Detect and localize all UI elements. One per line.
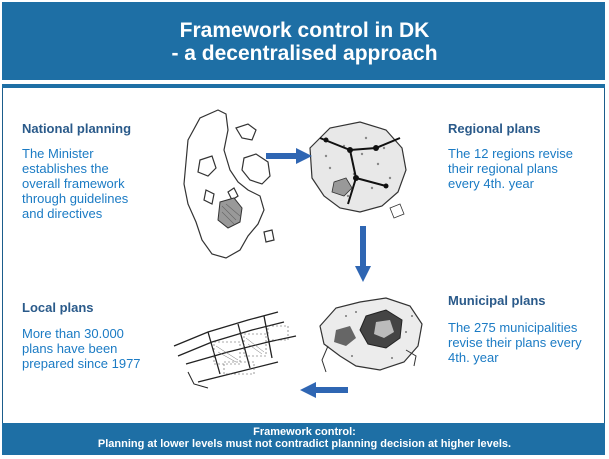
municipal-plans-text: The 275 municipalities revise their plan… xyxy=(448,320,606,365)
slide-title-line-2: - a decentralised approach xyxy=(171,42,438,65)
text-line: establishes the xyxy=(22,161,109,176)
regional-plans-text: The 12 regions revise their regional pla… xyxy=(448,146,606,191)
footer-banner xyxy=(2,423,605,455)
text-line: every 4th. year xyxy=(448,176,534,191)
text-line: 4th. year xyxy=(448,350,499,365)
regional-plan-map-image xyxy=(309,121,407,219)
local-plan-street-map-image xyxy=(173,311,297,389)
denmark-map-image xyxy=(183,109,275,259)
slide-title-line-1: Framework control in DK xyxy=(179,19,430,42)
right-arrow-icon xyxy=(266,148,312,164)
text-line: The 12 regions revise xyxy=(448,146,574,161)
text-line: The 275 municipalities xyxy=(448,320,578,335)
footer-statement: Planning at lower levels must not contra… xyxy=(97,438,512,450)
national-planning-text: The Minister establishes the overall fra… xyxy=(22,146,172,221)
municipal-plans-heading: Municipal plans xyxy=(448,293,546,308)
text-line: More than 30.000 xyxy=(22,326,124,341)
text-line: plans have been xyxy=(22,341,118,356)
down-arrow-icon xyxy=(355,226,371,282)
footer-title: Framework control: xyxy=(253,426,356,438)
text-line: through guidelines xyxy=(22,191,129,206)
text-line: The Minister xyxy=(22,146,94,161)
local-plans-heading: Local plans xyxy=(22,300,94,315)
municipal-plan-map-image xyxy=(319,297,423,373)
text-line: prepared since 1977 xyxy=(22,356,141,371)
title-banner xyxy=(2,2,605,88)
text-line: their regional plans xyxy=(448,161,558,176)
title-divider xyxy=(2,80,605,84)
regional-plans-heading: Regional plans xyxy=(448,121,541,136)
text-line: overall framework xyxy=(22,176,125,191)
text-line: and directives xyxy=(22,206,103,221)
local-plans-text: More than 30.000 plans have been prepare… xyxy=(22,326,172,371)
left-arrow-icon xyxy=(300,382,348,398)
text-line: revise their plans every xyxy=(448,335,582,350)
national-planning-heading: National planning xyxy=(22,121,132,136)
